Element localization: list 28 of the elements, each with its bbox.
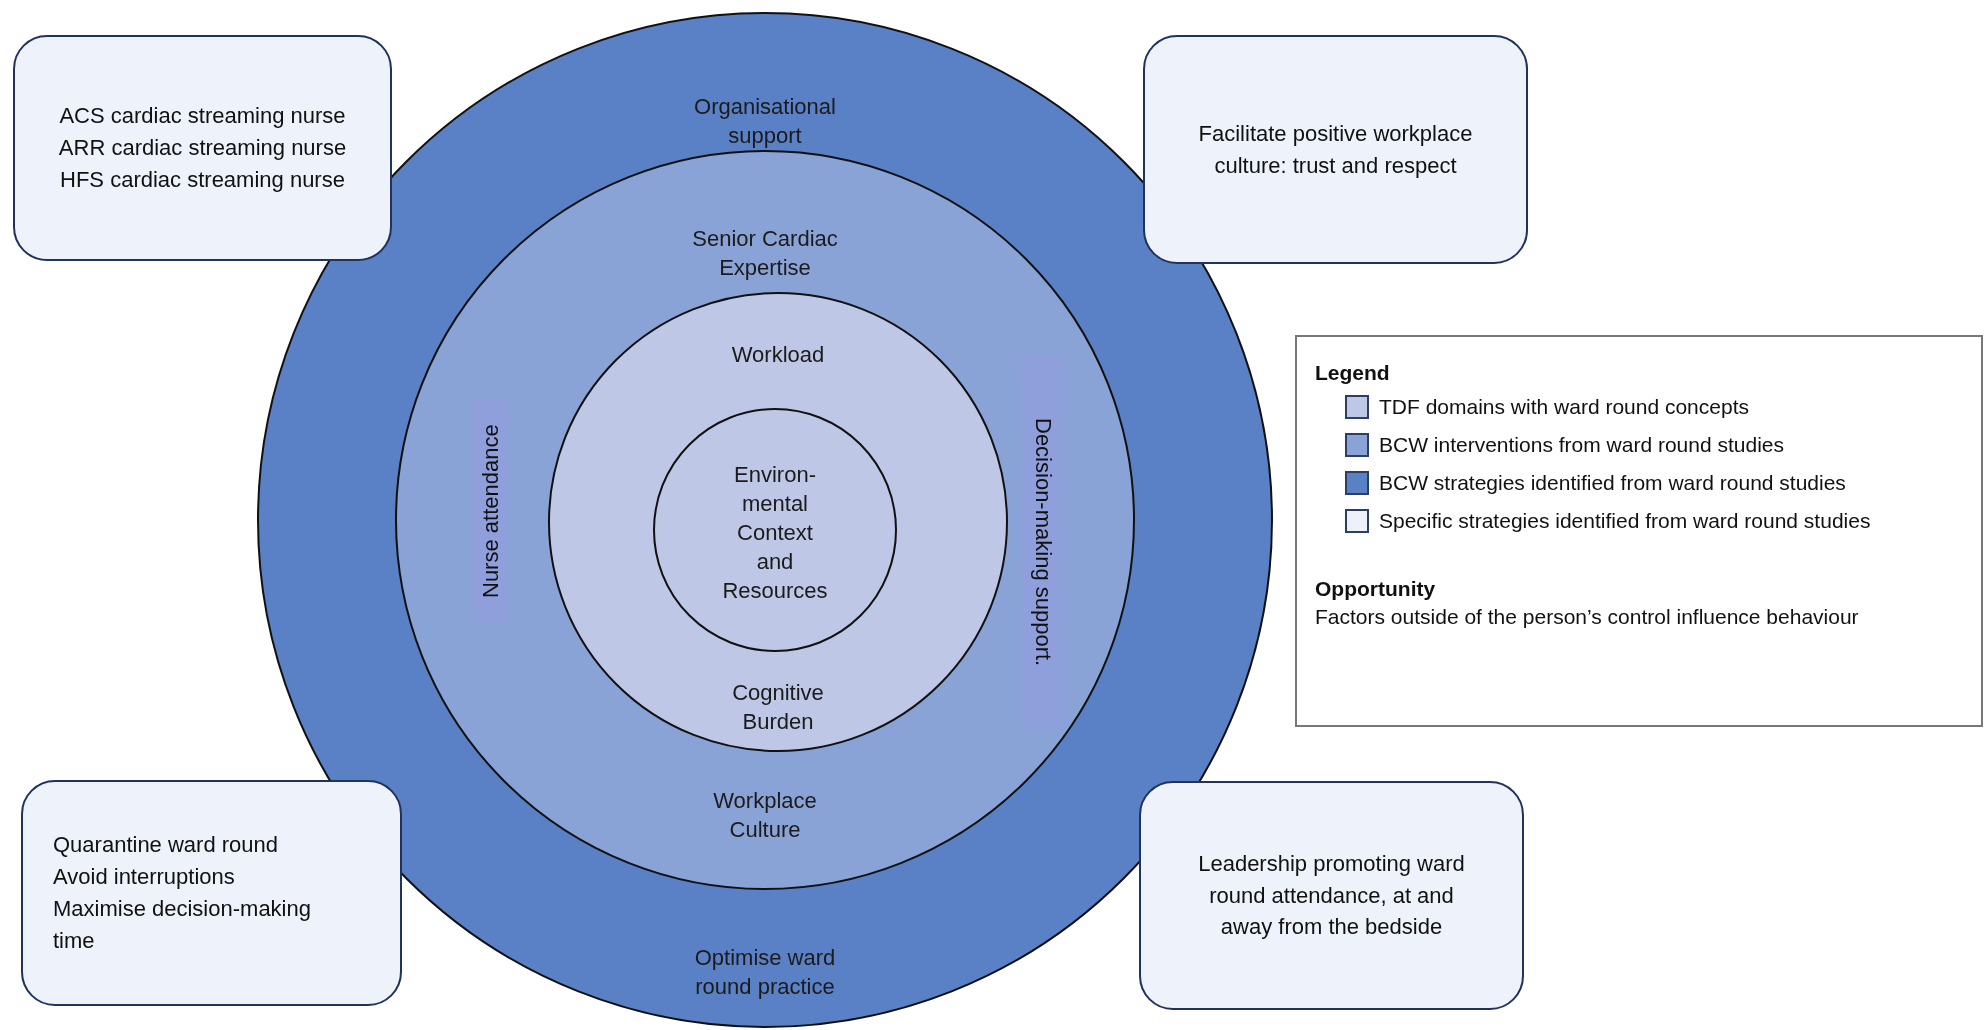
strategy-card (1139, 781, 1524, 1010)
description-text: Factors outside of the person’s control influence behaviour (1315, 605, 1860, 629)
strategy-card (21, 780, 402, 1006)
legend-text: BCW interventions from ward round studies (1379, 433, 1784, 457)
ring-label: Optimise ward round practice (693, 944, 837, 1002)
card-text: Leadership promoting ward round attendance, at and away from the bedside (1197, 849, 1466, 942)
card-text: Facilitate positive workplace culture: trust and respect (1197, 119, 1474, 180)
legend-text: TDF domains with ward round concepts (1379, 395, 1749, 419)
card-text: Quarantine ward round (53, 831, 279, 860)
card-text: HFS cardiac streaming nurse (60, 165, 345, 194)
ring-label: Organisational support (693, 93, 837, 151)
card-text: ACS cardiac streaming nurse (59, 102, 346, 131)
rotated-label: Decision-making support. (1022, 355, 1064, 730)
legend-text: Specific strategies identified from ward round studies (1379, 509, 1871, 533)
rotated-label: Nurse attendance (474, 400, 507, 622)
ring-label: Senior Cardiac Expertise (691, 225, 839, 283)
section-heading: Opportunity (1315, 577, 1437, 601)
strategy-card (1143, 35, 1528, 264)
ring-label: Workplace Culture (712, 787, 818, 845)
legend-text: BCW strategies identified from ward round studies (1379, 471, 1846, 495)
ring-label: Cognitive Burden (731, 679, 825, 737)
card-text: Avoid interruptions (53, 863, 235, 892)
legend-heading: Legend (1315, 361, 1391, 385)
ring-label: Workload (730, 341, 826, 369)
card-text: Maximise decision-making time (53, 895, 312, 955)
card-text: ARR cardiac streaming nurse (58, 134, 347, 163)
ring-label: Environ-mental Context and Resources (721, 461, 829, 606)
strategy-card (13, 35, 392, 261)
